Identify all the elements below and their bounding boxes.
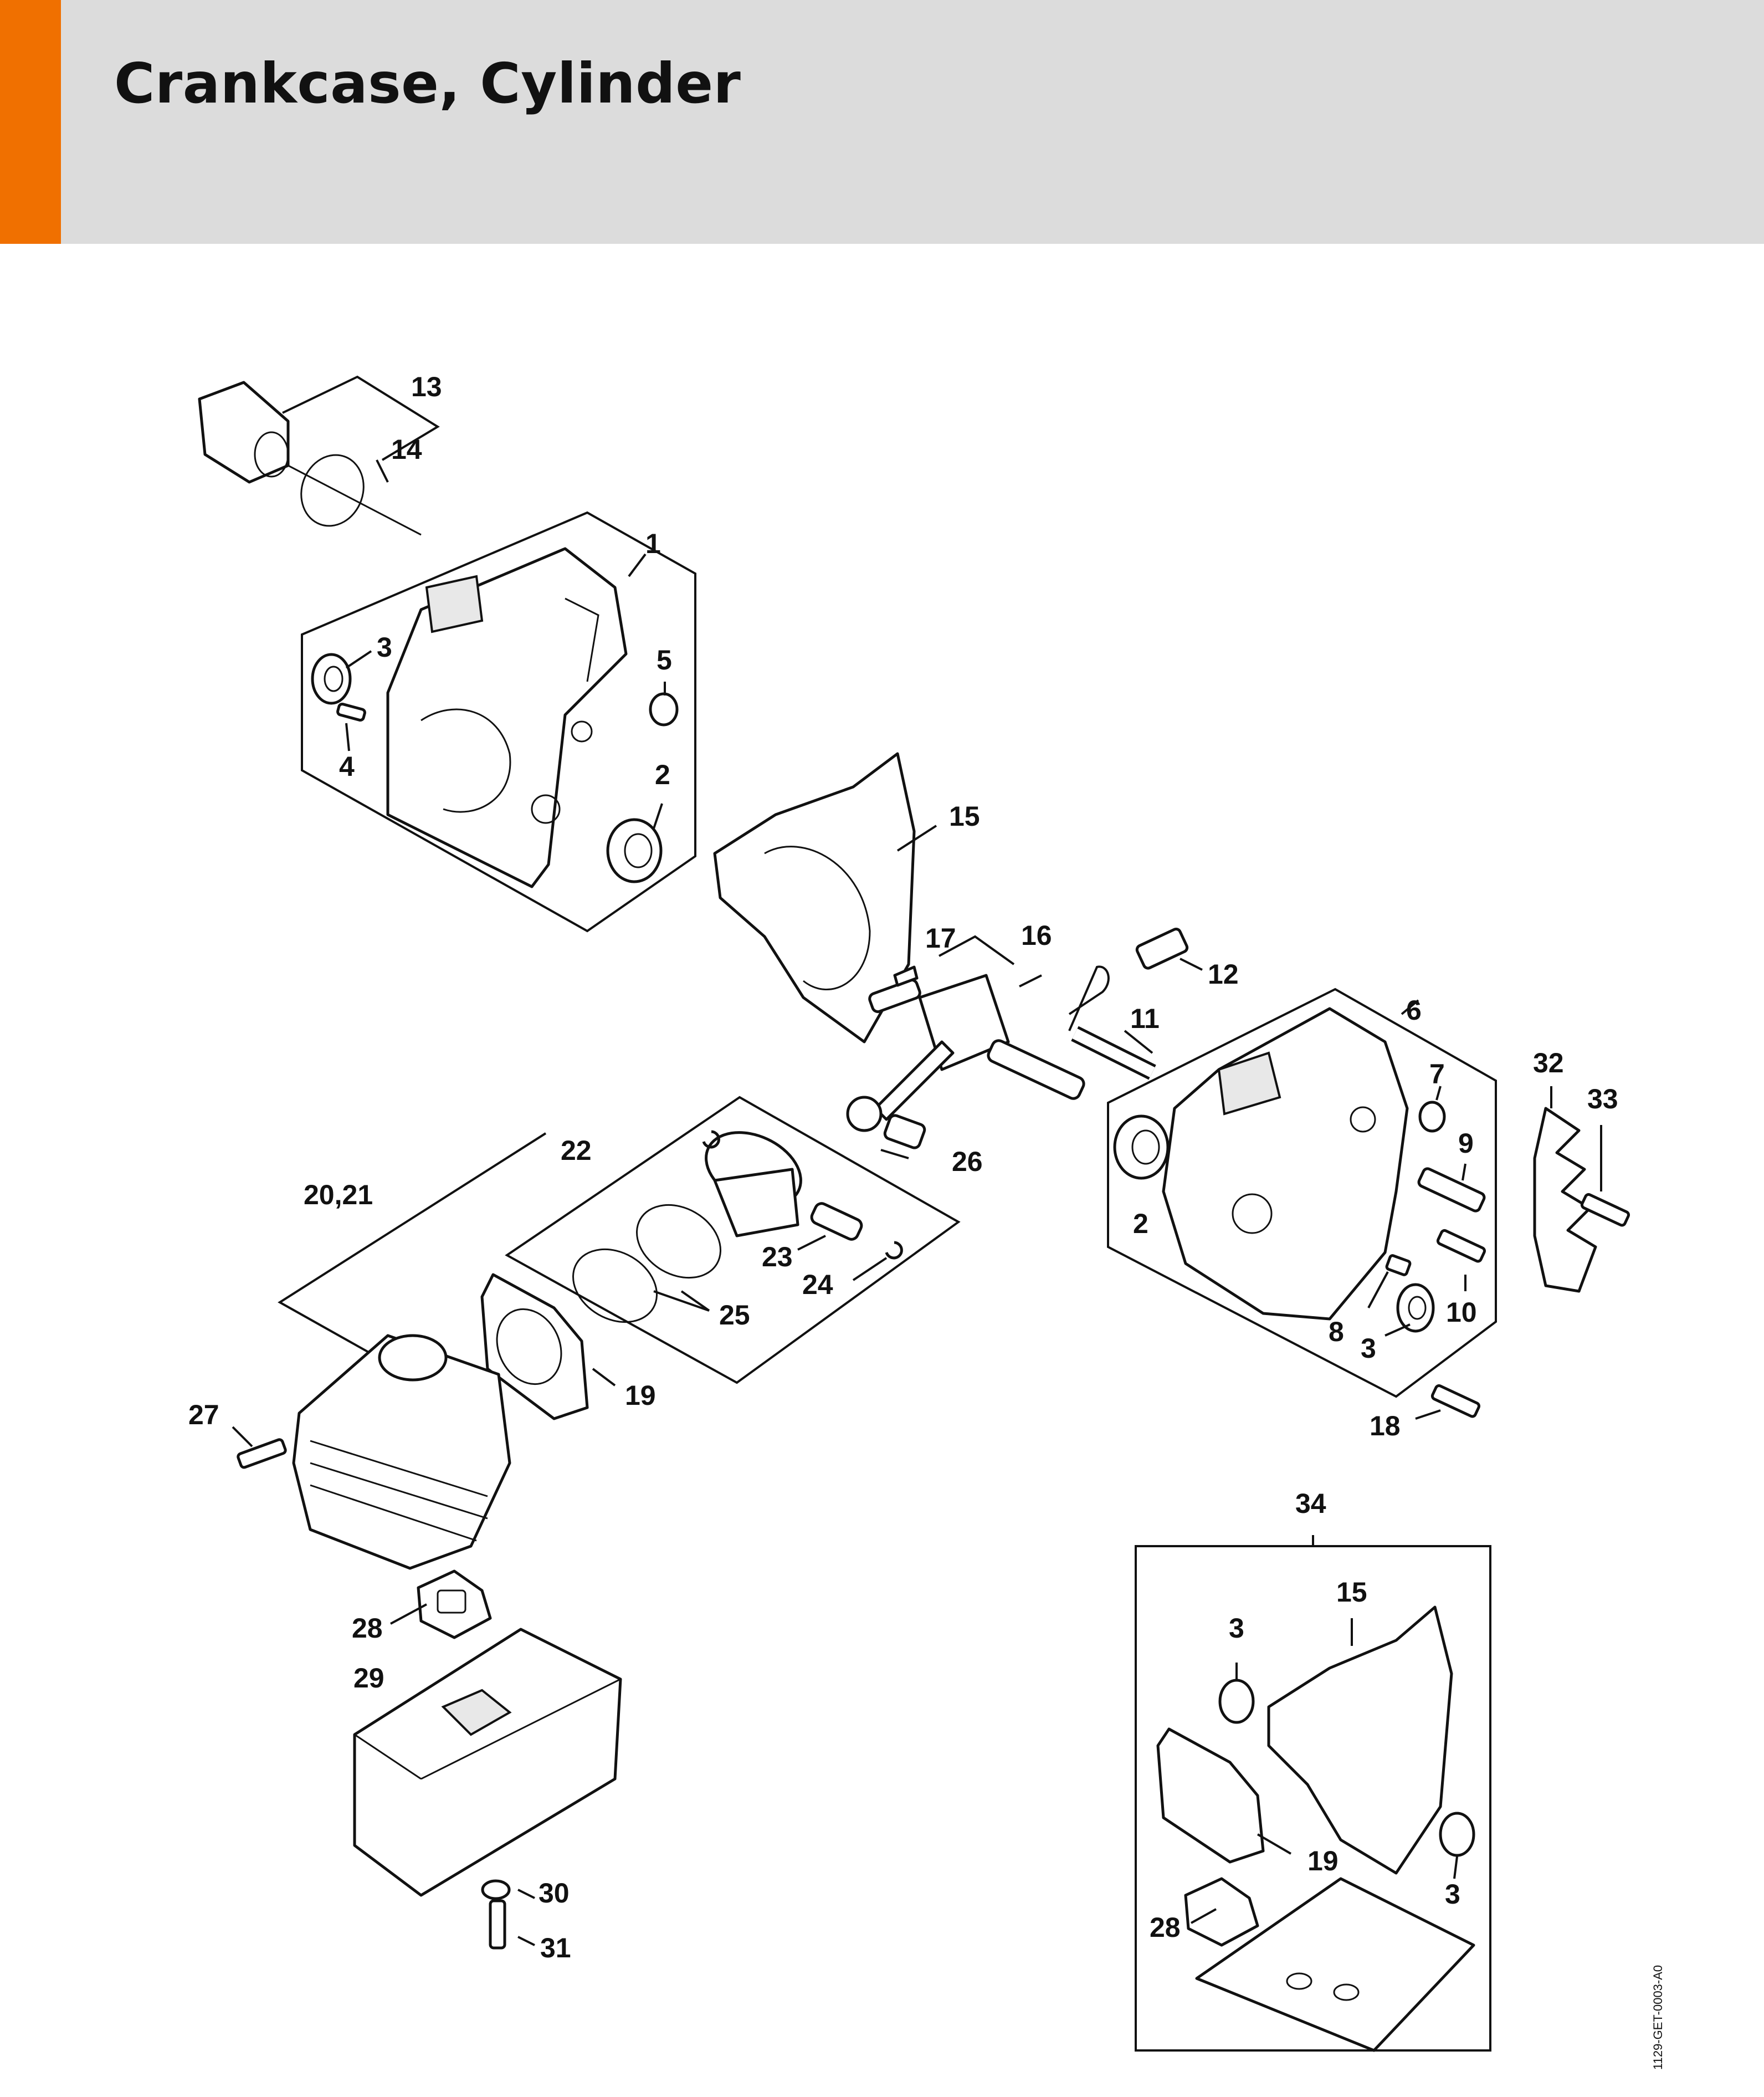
crankcase-right-frame xyxy=(1107,988,1497,1398)
piston-part xyxy=(705,1131,802,1237)
callout-13: 13 xyxy=(411,371,442,402)
callout-15-kit: 15 xyxy=(1336,1577,1367,1608)
cylinder-part xyxy=(292,1334,511,1570)
page-header xyxy=(0,0,1764,244)
callout-4: 4 xyxy=(339,751,355,782)
stud-part xyxy=(1417,1167,1486,1213)
callout-25: 25 xyxy=(719,1300,750,1331)
bumper-spike-part xyxy=(1533,1107,1597,1293)
callout-30: 30 xyxy=(539,1878,570,1909)
muffler-screw-part xyxy=(489,1899,506,1950)
callout-32: 32 xyxy=(1533,1047,1564,1078)
sleeve-part xyxy=(649,692,679,727)
suction-hose-part xyxy=(1068,965,1156,1080)
callout-20-21: 20,21 xyxy=(304,1179,373,1210)
leader-lines xyxy=(232,459,1602,1946)
crankshaft-bracket-line xyxy=(939,935,1015,965)
bearing-right-part xyxy=(1113,1114,1170,1180)
callout-18: 18 xyxy=(1370,1410,1401,1441)
callout-7: 7 xyxy=(1429,1058,1445,1090)
callout-3-kit-upper: 3 xyxy=(1229,1613,1244,1644)
callout-11: 11 xyxy=(1130,1003,1160,1034)
callout-22: 22 xyxy=(561,1135,592,1166)
callout-14: 14 xyxy=(391,434,422,465)
crankcase-assembly-frame xyxy=(301,511,696,933)
callout-34: 34 xyxy=(1295,1488,1326,1519)
cylinder-gasket-part xyxy=(480,1273,589,1420)
callout-3-right: 3 xyxy=(1361,1333,1376,1364)
screw-18-part xyxy=(1430,1384,1480,1418)
dowel-pin-part xyxy=(336,702,366,722)
callout-26: 26 xyxy=(952,1146,983,1177)
spike-screw-part xyxy=(1580,1193,1630,1227)
header-accent-bar xyxy=(0,0,61,244)
callout-16: 16 xyxy=(1021,920,1052,951)
callout-2-right: 2 xyxy=(1133,1208,1148,1239)
callout-28-main: 28 xyxy=(352,1613,383,1644)
piston-group-frame xyxy=(505,1096,961,1384)
callout-3-left: 3 xyxy=(377,632,392,663)
callout-1: 1 xyxy=(645,528,661,559)
callout-12: 12 xyxy=(1208,959,1239,990)
ball-bearing-part xyxy=(606,818,663,883)
callout-2-left: 2 xyxy=(655,759,670,790)
crankcase-right-part xyxy=(1162,1007,1409,1321)
gasket-set-crankcase-gasket-part xyxy=(1267,1605,1453,1875)
oil-seal-part xyxy=(311,653,352,705)
callout-5: 5 xyxy=(657,645,672,676)
oil-pickup-body-part xyxy=(1135,928,1189,970)
gasket-set-seal-lower-part xyxy=(1439,1812,1475,1857)
gasket-set-cylinder-gasket-part xyxy=(1156,1727,1265,1864)
circlip-part xyxy=(702,1130,903,1260)
crankcase-half-part xyxy=(386,547,628,888)
callout-labels: 13 14 1 3 5 4 2 15 17 16 12 11 6 7 32 33… xyxy=(188,371,1618,1963)
crankshaft-part xyxy=(846,974,1085,1132)
oil-seal-right-part xyxy=(1396,1283,1435,1333)
oil-pump-bracket-line xyxy=(282,375,440,461)
callout-17: 17 xyxy=(925,923,956,954)
muffler-part xyxy=(353,1628,622,1897)
callout-19-kit: 19 xyxy=(1307,1845,1339,1876)
piston-rings-part xyxy=(572,1204,721,1323)
callout-15-main: 15 xyxy=(949,801,980,832)
callout-23: 23 xyxy=(762,1241,793,1272)
muffler-gasket-part xyxy=(417,1569,492,1639)
callout-31: 31 xyxy=(540,1932,571,1963)
callout-19-main: 19 xyxy=(625,1380,656,1411)
sleeve-right-part xyxy=(1418,1101,1446,1133)
callout-33: 33 xyxy=(1587,1083,1618,1114)
callout-29: 29 xyxy=(353,1663,384,1694)
gasket-set-seal-upper-part xyxy=(1218,1679,1255,1724)
callout-28-kit: 28 xyxy=(1150,1912,1181,1943)
oil-pump-part xyxy=(198,381,422,536)
callout-3-kit-lower: 3 xyxy=(1445,1879,1460,1910)
piston-pin-part xyxy=(810,1202,863,1241)
callout-6: 6 xyxy=(1406,995,1422,1026)
callout-8: 8 xyxy=(1329,1316,1344,1347)
gasket-set-muffler-gasket-part xyxy=(1184,1877,1259,1947)
washer-part xyxy=(481,1879,511,1900)
woodruff-key-part xyxy=(893,965,919,987)
cylinder-screw-part xyxy=(237,1438,287,1469)
crankcase-gasket-part xyxy=(713,752,916,1044)
drawing-reference-code: 1129-GET-0003-A0 xyxy=(1651,1965,1665,2070)
page-title: Crankcase, Cylinder xyxy=(114,51,741,116)
callout-24: 24 xyxy=(802,1269,833,1300)
needle-cage-part xyxy=(883,1114,926,1149)
screw-10-part xyxy=(1436,1229,1486,1263)
callout-27: 27 xyxy=(188,1399,219,1430)
o-ring-part xyxy=(300,454,365,527)
callout-10: 10 xyxy=(1446,1297,1477,1328)
gasket-set-flat-gasket-part xyxy=(1195,1877,1475,2052)
screw-small-part xyxy=(1385,1254,1412,1276)
callout-9: 9 xyxy=(1458,1128,1474,1159)
